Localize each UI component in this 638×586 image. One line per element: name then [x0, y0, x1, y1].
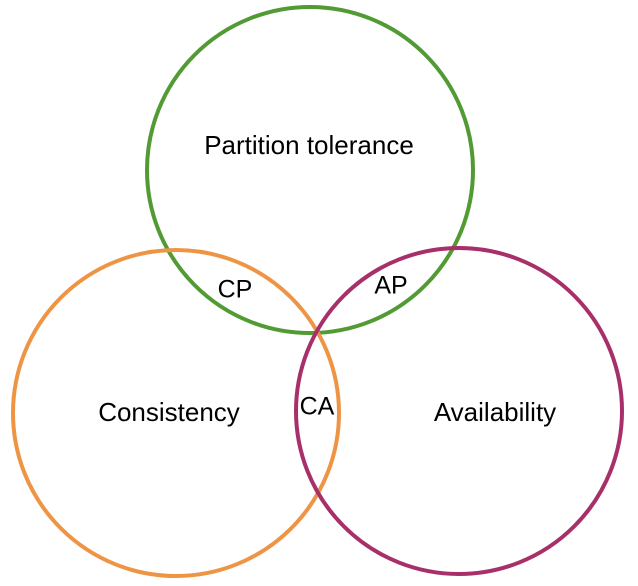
availability-label: Availability	[434, 397, 556, 427]
partition-tolerance-label: Partition tolerance	[204, 130, 414, 160]
ca-intersection-label: CA	[300, 393, 335, 421]
consistency-label: Consistency	[98, 397, 240, 427]
cp-intersection-label: CP	[218, 276, 253, 304]
availability-circle	[294, 246, 624, 576]
partition-tolerance-circle	[145, 5, 475, 335]
consistency-circle	[11, 248, 341, 578]
ap-intersection-label: AP	[374, 272, 407, 300]
